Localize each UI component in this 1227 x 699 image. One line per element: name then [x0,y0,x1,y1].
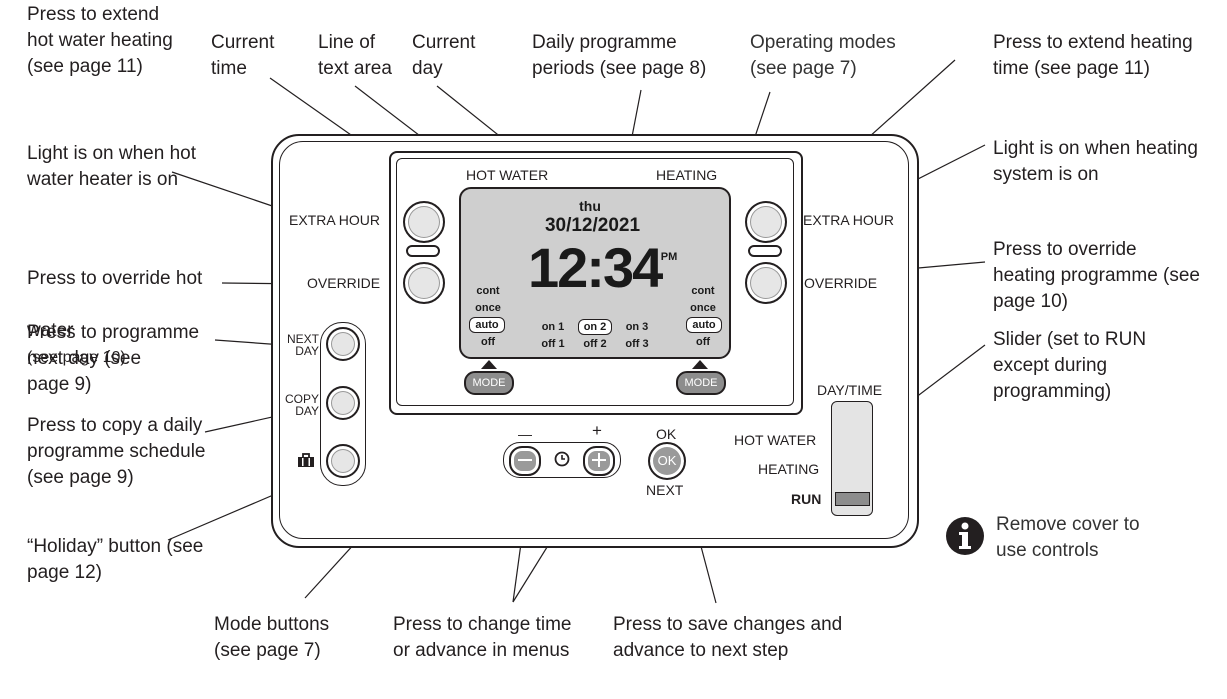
clock-icon [554,451,570,467]
slider-heating-label: HEATING [758,461,820,477]
day-time-label: DAY/TIME [817,382,883,398]
extra-hour-right-label: EXTRA HOUR [803,212,895,228]
lcd-left-mode-auto: auto [469,317,505,333]
mode-heating-button[interactable]: MODE [676,371,726,395]
copy-day-button[interactable] [326,386,360,420]
callout-remove-cover: Remove cover to use controls [996,514,1140,561]
callout-light-heating: Light is on when heating system is on [993,138,1198,185]
lcd-period-on-1: on 1 [541,321,565,333]
mode-right-arrow-icon [692,360,708,369]
callout-line-of-text: Line of text area [318,32,392,79]
copy-day-label: COPY DAY [284,392,319,418]
override-right-label: OVERRIDE [804,275,878,291]
callout-override-hot-water-page: (see page 10) [27,349,126,366]
minus-label: — [518,426,532,442]
extra-hour-left-label: EXTRA HOUR [289,212,381,228]
lcd-ampm: PM [660,251,678,263]
minus-button[interactable] [509,446,541,476]
lcd-left-mode-once: once [475,302,501,314]
lcd-period-on-2: on 2 [578,319,612,335]
mode-hot-water-button[interactable]: MODE [464,371,514,395]
lcd-left-mode-cont: cont [476,285,500,297]
heating-indicator-light [748,245,782,257]
callout-light-hot-water: Light is on when hot water heater is on [27,143,197,190]
ok-top-label: OK [656,426,677,442]
callout-extend-hot-water: Press to extend hot water heating (see p… [27,4,173,77]
callout-override-hot-water: Press to override hot water (see page 10… [27,240,202,371]
mode-slider[interactable] [831,401,873,516]
lcd-time: 12:34 [528,236,663,299]
callout-override-hot-water-line2: water [27,320,74,341]
callout-holiday: “Holiday” button (see page 12) [27,536,204,583]
callout-extend-heating: Press to extend heating time (see page 1… [993,32,1193,79]
lcd-period-off-2: off 2 [583,338,607,350]
info-icon [944,515,986,557]
heating-header: HEATING [656,167,718,183]
mode-left-arrow-icon [481,360,497,369]
override-hot-water-button[interactable] [403,262,445,304]
ok-button[interactable]: OK [648,442,686,480]
slider-knob[interactable] [835,492,870,506]
next-day-button[interactable] [326,327,360,361]
callout-save-changes: Press to save changes and advance to nex… [613,614,843,661]
hot-water-header: HOT WATER [466,167,549,183]
callout-current-time: Current time [211,32,275,79]
suitcase-icon [297,453,315,467]
callout-programme-next-day: Press to programme next day (see page 9) [27,322,200,395]
callout-override-heating: Press to override heating programme (see… [993,239,1200,312]
callout-override-hot-water-line1: Press to override hot [27,268,203,289]
callout-slider: Slider (set to RUN except during program… [993,329,1147,402]
extra-hour-heating-button[interactable] [745,201,787,243]
lcd-right-mode-once: once [690,302,716,314]
next-day-label: NEXT DAY [286,332,319,358]
lcd-period-on-3: on 3 [625,321,649,333]
override-heating-button[interactable] [745,262,787,304]
lcd-day: thu [579,198,601,214]
callout-operating-modes: Operating modes (see page 7) [750,32,896,79]
display-housing-inner [396,158,794,406]
lcd-right-mode-off: off [695,336,711,348]
callout-copy-schedule: Press to copy a daily programme schedule… [27,415,206,488]
lcd-left-mode-off: off [480,336,496,348]
callout-change-time: Press to change time or advance in menus [393,614,572,661]
callout-mode-buttons: Mode buttons (see page 7) [214,614,330,661]
thermostat-inner-bezel [279,141,909,539]
hot-water-indicator-light [406,245,440,257]
slider-hot-water-label: HOT WATER [734,432,817,448]
slider-run-label: RUN [791,491,822,507]
extra-hour-hot-water-button[interactable] [403,201,445,243]
plus-button[interactable] [583,446,615,476]
next-label: NEXT [646,482,684,498]
lcd-date: 30/12/2021 [544,215,641,236]
callout-current-day: Current day [412,32,476,79]
ok-button-label: OK [657,453,677,468]
callout-daily-periods: Daily programme periods (see page 8) [532,32,707,79]
lcd-right-mode-auto: auto [686,317,722,333]
lcd-period-off-1: off 1 [541,338,565,350]
lcd-right-mode-cont: cont [691,285,715,297]
override-left-label: OVERRIDE [307,275,381,291]
holiday-button[interactable] [326,444,360,478]
plus-label: + [592,421,602,440]
lcd-period-off-3: off 3 [625,338,649,350]
